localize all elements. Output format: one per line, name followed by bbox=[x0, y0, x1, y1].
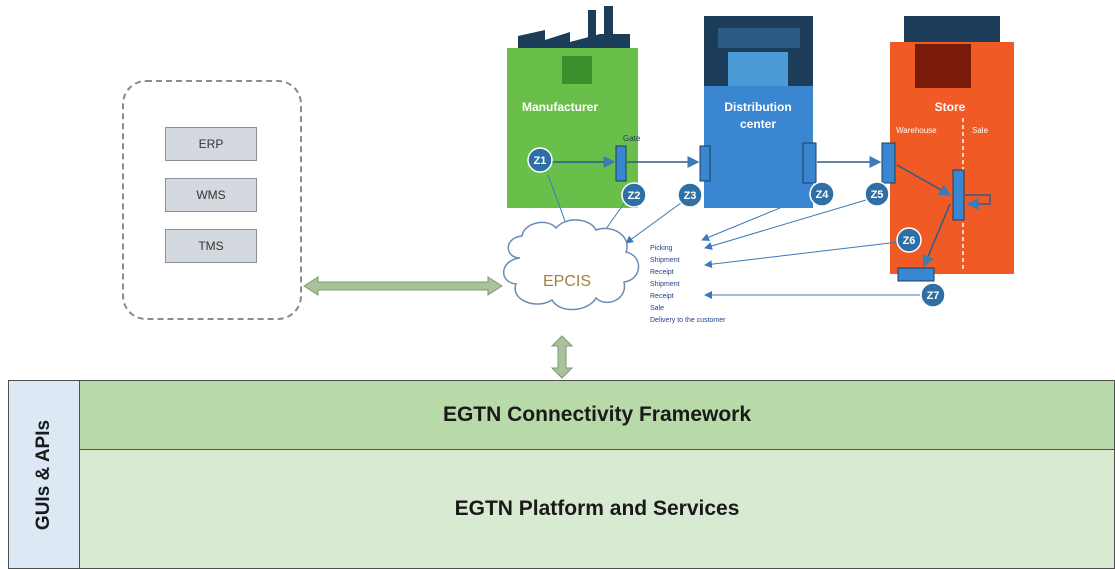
event-sale: Sale bbox=[650, 305, 664, 312]
event-receipt-1: Receipt bbox=[650, 269, 674, 276]
zone-z4: Z4 bbox=[816, 189, 830, 201]
gates bbox=[615, 142, 965, 282]
zone-z7: Z7 bbox=[927, 290, 940, 302]
distribution-building bbox=[704, 16, 813, 208]
legacy-epcis-double-arrow bbox=[303, 276, 503, 296]
event-picking: Picking bbox=[650, 245, 673, 252]
epcis-framework-double-arrow bbox=[550, 335, 574, 379]
distribution-label-line1: Distribution bbox=[724, 100, 791, 114]
platform-services-band: EGTN Platform and Services bbox=[79, 449, 1115, 569]
tms-box: TMS bbox=[165, 229, 257, 263]
zone-z3: Z3 bbox=[684, 190, 697, 202]
warehouse-label: Warehouse bbox=[896, 126, 937, 135]
epcis-cloud bbox=[503, 219, 640, 311]
gate-label: Gate bbox=[623, 134, 641, 143]
event-receipt-2: Receipt bbox=[650, 293, 674, 300]
flow-arrows bbox=[550, 156, 991, 268]
zone-z5: Z5 bbox=[871, 189, 884, 201]
zone-z2: Z2 bbox=[628, 190, 641, 202]
zone-markers bbox=[527, 147, 946, 308]
guis-apis-label: GUIs & APIs bbox=[33, 419, 54, 530]
event-shipment-1: Shipment bbox=[650, 257, 680, 264]
legacy-systems-group bbox=[122, 80, 302, 320]
zone-z1: Z1 bbox=[534, 155, 547, 167]
zone-z6: Z6 bbox=[903, 235, 916, 247]
erp-box: ERP bbox=[165, 127, 257, 161]
wms-box: WMS bbox=[165, 178, 257, 212]
distribution-label-line2: center bbox=[740, 117, 776, 131]
manufacturer-label: Manufacturer bbox=[522, 100, 598, 114]
store-label: Store bbox=[935, 100, 966, 114]
connectivity-framework-band: EGTN Connectivity Framework bbox=[79, 380, 1115, 450]
epcis-label: EPCIS bbox=[543, 273, 591, 290]
event-delivery: Delivery to the customer bbox=[650, 317, 726, 324]
guis-apis-side-panel: GUIs & APIs bbox=[8, 380, 80, 569]
event-shipment-2: Shipment bbox=[650, 281, 680, 288]
sale-label: Sale bbox=[972, 126, 989, 135]
